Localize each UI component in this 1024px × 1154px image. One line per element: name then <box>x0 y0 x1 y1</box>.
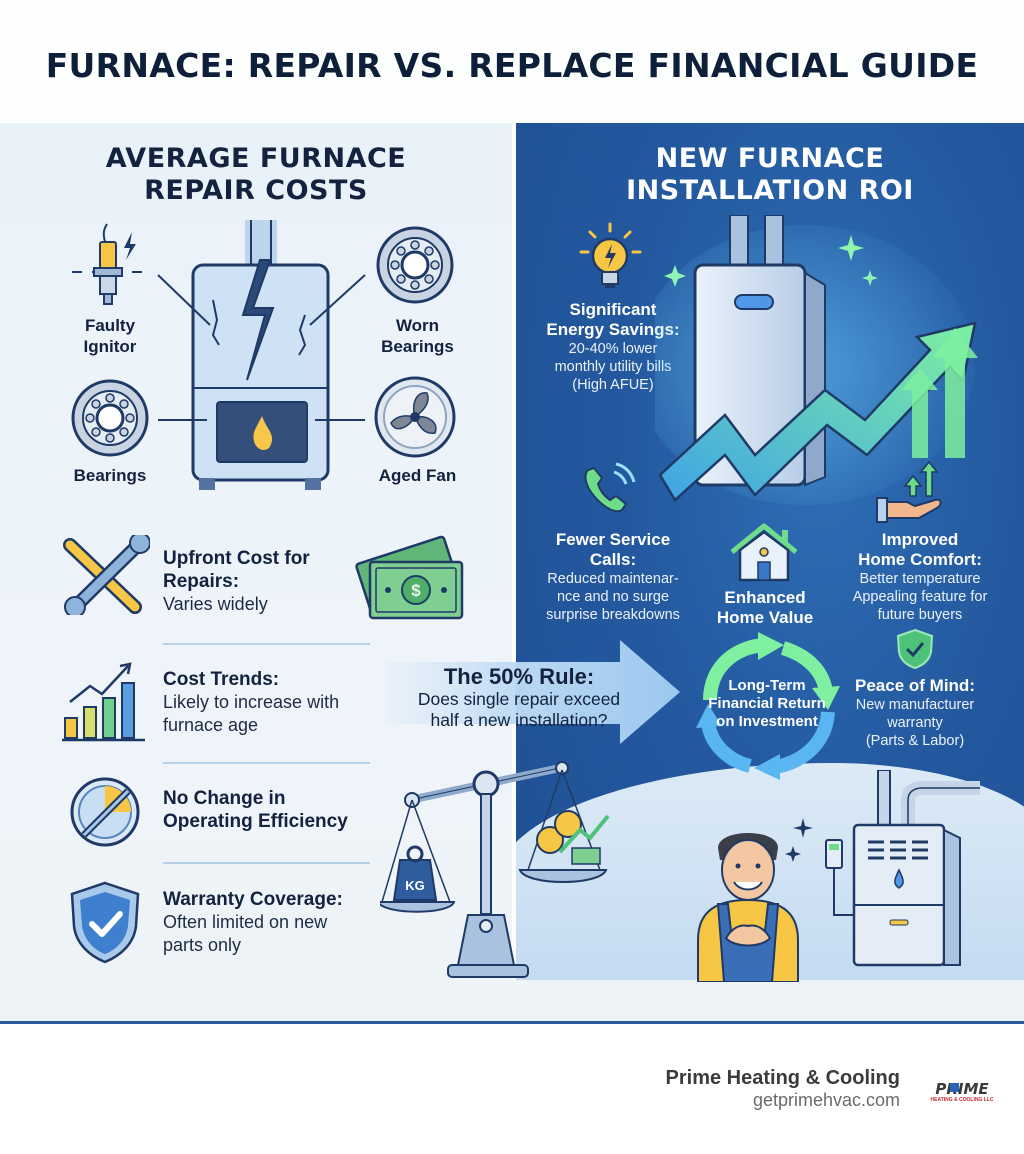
bottom-band <box>0 980 1024 1023</box>
fifty-percent-rule-arrow <box>385 640 680 744</box>
sparkle-icon <box>785 818 813 862</box>
balance-scale-icon: KG <box>380 761 610 978</box>
wrench-icon <box>63 535 150 615</box>
ignitor-icon <box>72 223 142 305</box>
enhanced-home-value-item: Enhanced Home Value <box>716 588 814 627</box>
efficiency-row: No Change in Operating Efficiency <box>163 788 348 832</box>
company-url[interactable]: getprimehvac.com <box>752 1090 900 1110</box>
weight-label: KG <box>405 878 425 893</box>
bar-chart-icon <box>62 662 145 742</box>
row-divider <box>163 862 370 864</box>
component-label-bearings: Bearings <box>73 466 147 485</box>
component-label-worn-bearings: Worn Bearings <box>381 316 454 356</box>
house-icon <box>730 523 798 582</box>
page-title: FURNACE: REPAIR VS. REPLACE FINANCIAL GU… <box>45 45 979 85</box>
growth-arrows-icon <box>902 328 978 458</box>
warranty-row: Warranty Coverage: Often limited on new … <box>163 889 343 955</box>
bottom-divider <box>0 1021 1024 1024</box>
bearing-icon <box>71 379 149 457</box>
shield-check-icon <box>70 881 140 964</box>
lightbulb-icon <box>579 222 642 288</box>
company-info: Prime Heating & Cooling getprimehvac.com <box>666 1066 900 1111</box>
hand-growth-icon <box>876 460 942 523</box>
shield-check-icon <box>896 628 934 670</box>
broken-furnace-icon <box>191 220 330 490</box>
connector-lines <box>157 274 366 421</box>
roi-cycle-icon <box>696 632 840 780</box>
roi-section-title: NEW FURNACE INSTALLATION ROI <box>626 143 914 206</box>
component-label-ignitor: Faulty Ignitor <box>83 316 137 356</box>
footer <box>0 1024 1024 1154</box>
new-furnace-growth-icon <box>655 215 977 505</box>
improved-comfort-item: Improved Home Comfort: Better temperatur… <box>852 530 988 623</box>
fan-icon <box>374 376 456 458</box>
furnace-unit-icon <box>825 770 980 967</box>
upfront-cost-row: Upfront Cost for Repairs: Varies widely <box>163 548 310 614</box>
cost-trends-row: Cost Trends: Likely to increase with fur… <box>163 669 340 735</box>
svg-text:HEATING & COOLING LLC: HEATING & COOLING LLC <box>931 1097 994 1103</box>
company-logo: PRIME HEATING & COOLING LLC <box>931 1080 994 1103</box>
money-icon: $ <box>355 535 464 620</box>
row-divider <box>163 643 370 645</box>
phone-icon <box>584 462 636 513</box>
energy-savings-item: Significant Energy Savings: 20-40% lower… <box>546 300 680 393</box>
bearing-icon <box>376 226 454 304</box>
fifty-percent-rule: The 50% Rule: Does single repair exceed … <box>417 664 621 731</box>
svg-text:$: $ <box>411 581 421 600</box>
row-divider <box>163 762 370 764</box>
peace-of-mind-item: Peace of Mind: New manufacturer warranty… <box>855 676 975 749</box>
fewer-service-calls-item: Fewer Service Calls: Reduced maintenar- … <box>546 530 680 623</box>
company-name: Prime Heating & Cooling <box>665 1067 900 1089</box>
technician-icon <box>697 833 799 982</box>
repair-section-title: AVERAGE FURNACE REPAIR COSTS <box>105 143 407 206</box>
long-term-roi-label: Long-Term Financial Return on Investment <box>708 677 826 730</box>
header: FURNACE: REPAIR VS. REPLACE FINANCIAL GU… <box>0 0 1024 122</box>
gauge-icon <box>70 777 140 847</box>
component-label-aged-fan: Aged Fan <box>378 466 457 485</box>
svg-text:PRIME: PRIME <box>935 1080 989 1098</box>
